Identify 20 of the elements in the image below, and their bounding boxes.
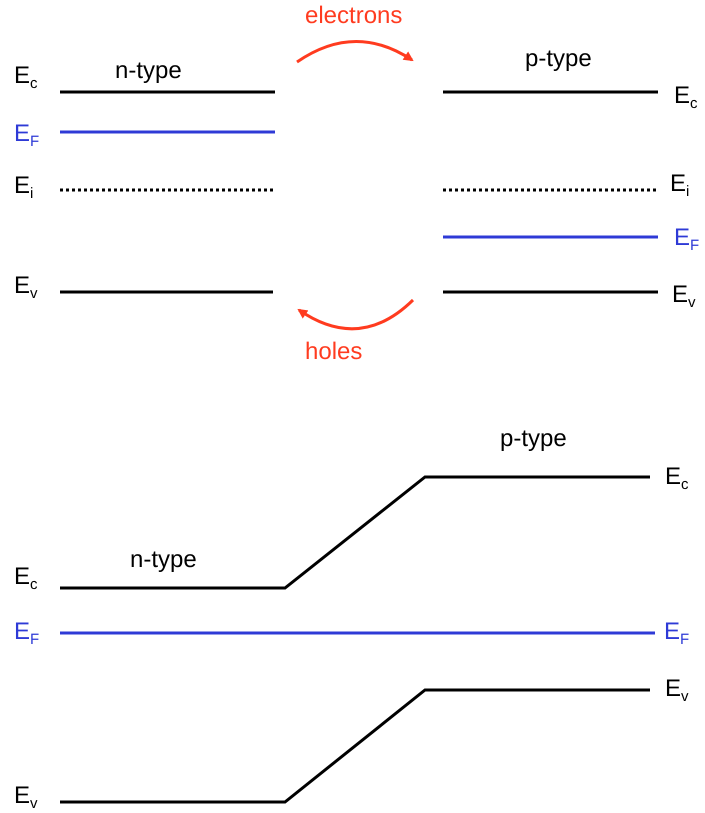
region-label: n-type <box>115 57 182 85</box>
energy-level-label: E$_{v}$ <box>665 675 689 707</box>
energy-level-label: E$_{F}$ <box>14 120 40 152</box>
carrier-label: electrons <box>305 2 402 30</box>
energy-level-label: E$_{F}$ <box>674 224 700 256</box>
region-label: n-type <box>130 546 197 574</box>
energy-level-label: E$_{v}$ <box>14 272 38 304</box>
energy-level-label: E$_{F}$ <box>14 618 40 650</box>
energy-level-label: E$_{i}$ <box>670 170 690 202</box>
energy-level-label: E$_{i}$ <box>14 172 34 204</box>
energy-level-label: E$_{c}$ <box>674 82 698 114</box>
energy-level-label: E$_{v}$ <box>14 782 38 813</box>
energy-level-label: E$_{F}$ <box>664 618 690 650</box>
energy-level-label: E$_{c}$ <box>665 463 689 495</box>
energy-level-label: E$_{c}$ <box>14 563 38 595</box>
carrier-label: holes <box>305 338 362 366</box>
region-label: p-type <box>525 45 592 73</box>
energy-level-label: E$_{v}$ <box>672 281 696 313</box>
energy-level-label: E$_{c}$ <box>14 62 38 94</box>
region-label: p-type <box>500 425 567 453</box>
